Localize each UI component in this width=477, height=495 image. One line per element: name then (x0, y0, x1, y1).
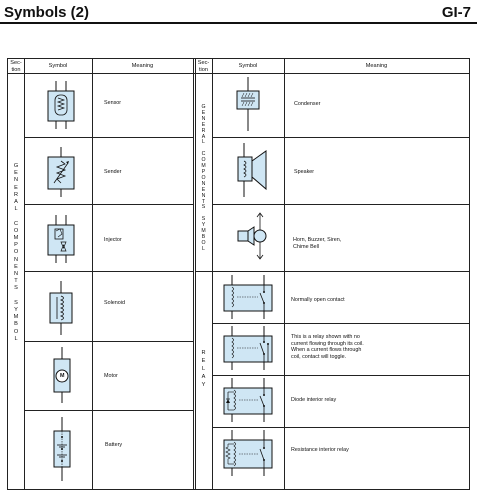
sensor-icon (47, 81, 75, 129)
col-header-symbol: Symbol (238, 63, 258, 69)
col-header-section: Sec- tion (197, 60, 210, 73)
meaning-normally-open: Normally open contact (291, 297, 345, 303)
row-divider (212, 137, 469, 138)
page-code: GI-7 (441, 4, 471, 21)
header-rule (0, 22, 477, 24)
col-divider (195, 59, 196, 489)
meaning-battery: Battery (105, 442, 123, 448)
col-divider (24, 59, 25, 489)
meaning-horn: Horn, Buzzer, Siren, Chime Bell (293, 237, 342, 250)
col-divider (193, 59, 194, 489)
relay-diode-icon (223, 378, 273, 422)
meaning-motor: Motor (104, 373, 118, 379)
row-divider (24, 341, 193, 342)
page-title: Symbols (2) (4, 4, 90, 21)
col-header-meaning: Meaning (365, 63, 388, 69)
speaker-icon (237, 143, 267, 197)
relay-resistance-icon (223, 430, 273, 476)
section-divider (195, 271, 469, 272)
meaning-sensor: Sensor (104, 100, 122, 106)
condenser-icon (236, 77, 260, 131)
col-divider (284, 59, 285, 489)
row-divider (24, 271, 193, 272)
horn-icon (237, 212, 267, 260)
meaning-resistance-relay: Resistance interior relay (291, 447, 349, 453)
relay-toggle-icon (223, 326, 273, 370)
symbols-table: Sec- tion Symbol Meaning Sec- tion Symbo… (7, 58, 470, 490)
meaning-speaker: Speaker (294, 169, 315, 175)
row-divider (212, 204, 469, 205)
meaning-injector: Injector (104, 237, 122, 243)
injector-icon (47, 215, 75, 263)
section-label-relay: R E L A Y (201, 350, 206, 388)
col-divider (212, 59, 213, 489)
col-header-section: Sec- tion (10, 60, 22, 73)
page-header: Symbols (2) GI-7 (0, 0, 477, 24)
row-divider (212, 323, 469, 324)
solenoid-icon (49, 281, 73, 335)
relay-normally-open-icon (223, 275, 273, 319)
row-divider (24, 204, 193, 205)
section-label-general: G E N E R A L C O M P O N E N T S S Y M … (201, 104, 206, 252)
sender-icon (47, 147, 75, 197)
motor-label: M (60, 373, 65, 379)
header-row-divider (8, 73, 469, 74)
battery-icon (53, 417, 71, 481)
row-divider (24, 410, 193, 411)
meaning-sender: Sender (104, 169, 122, 175)
section-label-general: G E N E R A L C O M P O N E N T S S Y M … (13, 163, 19, 342)
col-header-meaning: Meaning (131, 63, 154, 69)
meaning-condenser: Condenser (294, 101, 321, 107)
row-divider (24, 137, 193, 138)
meaning-diode-relay: Diode interior relay (291, 397, 337, 403)
col-header-symbol: Symbol (48, 63, 68, 69)
meaning-relay-toggle: This is a relay shown with no current fl… (291, 334, 364, 360)
meaning-solenoid: Solenoid (104, 300, 125, 306)
col-divider (92, 59, 93, 489)
motor-icon (53, 347, 71, 403)
row-divider (212, 375, 469, 376)
row-divider (212, 427, 469, 428)
